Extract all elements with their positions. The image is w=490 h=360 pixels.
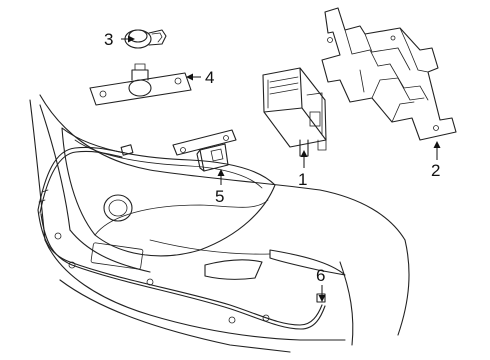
callout-4: 4 (205, 68, 214, 87)
callout-6: 6 (316, 266, 325, 285)
wiring-harness-icon (37, 144, 326, 330)
callout-labels: 3 4 5 1 2 6 (104, 30, 440, 285)
license-plate-recess (90, 242, 144, 270)
right-lamp-area (149, 239, 346, 280)
callout-1: 1 (298, 170, 307, 189)
sensor-holder-plate-icon (89, 63, 192, 106)
callout-3: 3 (104, 30, 113, 49)
sensor-module-icon (262, 67, 327, 157)
mounting-bracket-icon (321, 7, 457, 141)
leader-lines (121, 35, 441, 302)
callout-5: 5 (215, 187, 224, 206)
front-bumper-outline (29, 94, 410, 353)
front-camera-icon (172, 129, 237, 172)
callout-2: 2 (431, 161, 440, 180)
grille (61, 127, 276, 257)
emblem-icon (103, 194, 133, 222)
